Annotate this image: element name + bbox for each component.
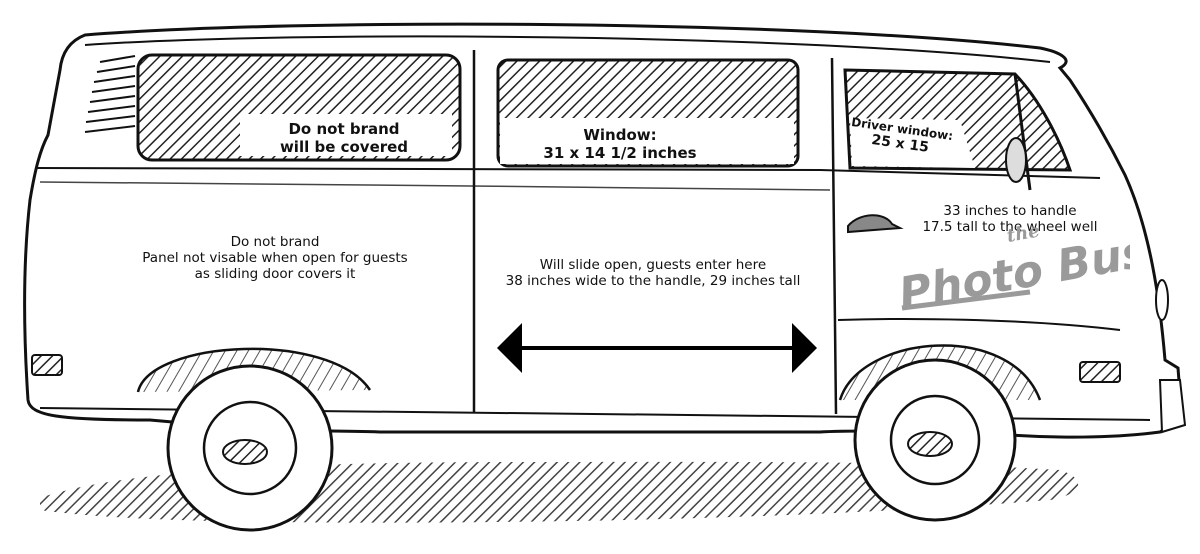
sliding-door-seam-right: [830, 57, 838, 415]
rear-window-label-box: [240, 114, 452, 156]
rear-light: [31, 354, 63, 376]
photo-bus-logo-icon: the Photo Bus: [895, 221, 1130, 316]
middle-window-label-box: [500, 118, 794, 164]
rear-window-note-line2: will be covered: [279, 138, 409, 156]
belt-line: [34, 167, 1101, 179]
rear-window-note-line1: Do not brand: [288, 120, 400, 138]
windshield-pillar: [1013, 73, 1032, 191]
rear-panel-note-line1: Do not brand: [230, 234, 320, 250]
front-door-note: 33 inches to handle 17.5 tall to the whe…: [880, 203, 1140, 235]
front-door-seam: [837, 318, 1121, 331]
double-headed-arrow-icon: [497, 323, 817, 373]
driver-window-clear: [850, 118, 975, 168]
side-mirror: [1005, 137, 1027, 183]
headlight: [1155, 279, 1169, 321]
rear-panel-note-line3: as sliding door covers it: [194, 266, 356, 283]
rear-panel-note: Do not brand Panel not visable when open…: [90, 234, 460, 283]
front-door-note-line2: 17.5 tall to the wheel well: [922, 219, 1098, 236]
logo-small-text: the: [1005, 221, 1041, 247]
front-door-note-line1: 33 inches to handle: [943, 203, 1077, 219]
logo-underline: [901, 289, 1031, 311]
sliding-door-note: Will slide open, guests enter here 38 in…: [478, 257, 828, 289]
rear-hub-center: [222, 439, 268, 465]
rear-panel-note-line2: Panel not visable when open for guests: [142, 250, 408, 267]
belt-line-lower: [39, 181, 831, 191]
rear-window-note: Do not brand will be covered: [244, 120, 444, 156]
middle-window-note-line2: 31 x 14 1/2 inches: [543, 144, 697, 162]
roof-line: [84, 35, 1051, 63]
middle-window-note-line1: Window:: [583, 126, 657, 144]
front-indicator: [1079, 361, 1121, 383]
rear-vents: [84, 55, 136, 133]
sliding-door-note-line1: Will slide open, guests enter here: [539, 257, 767, 273]
middle-window-note: Window: 31 x 14 1/2 inches: [520, 126, 720, 162]
front-hub-center: [907, 431, 953, 457]
door-handle: [847, 214, 904, 234]
sliding-door-note-line2: 38 inches wide to the handle, 29 inches …: [505, 273, 801, 290]
front-bumper: [1158, 379, 1187, 434]
